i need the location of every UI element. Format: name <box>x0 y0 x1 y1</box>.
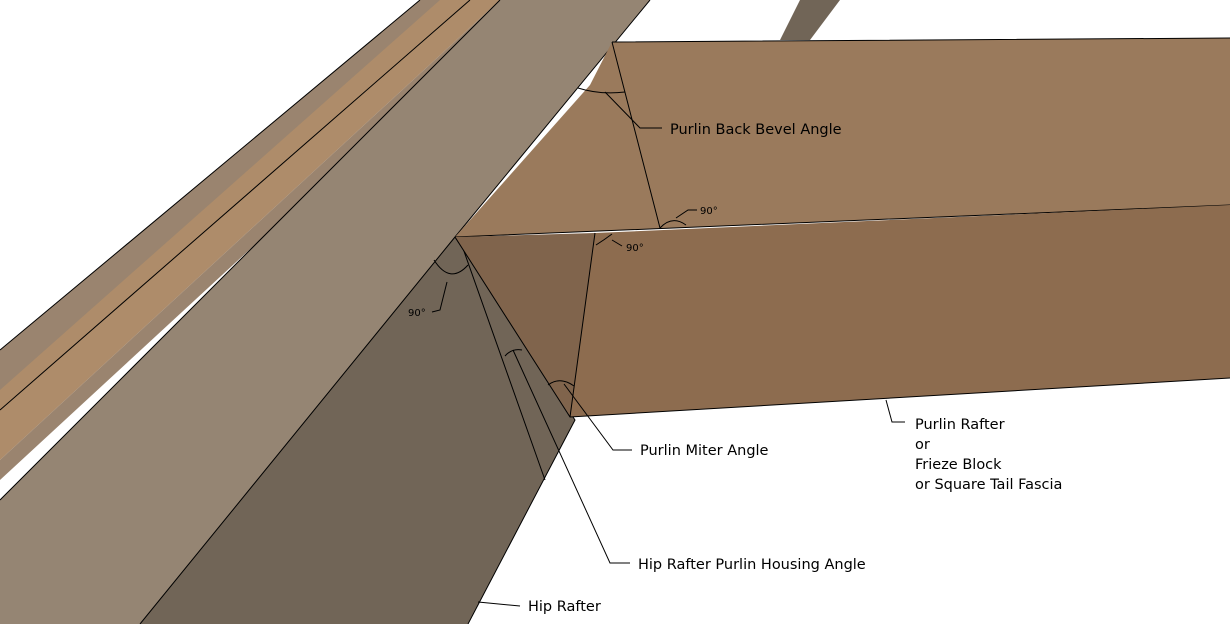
purlin-rafter-leader <box>885 399 905 423</box>
right-angle-arc-2 <box>595 233 613 246</box>
back-bevel-leader <box>604 91 662 129</box>
purlin-rafter-line-2: or <box>915 437 930 453</box>
hip-rafter-label: Hip Rafter <box>528 599 601 615</box>
hip-rafter-leader <box>477 601 521 607</box>
back-bevel-label: Purlin Back Bevel Angle <box>670 122 842 138</box>
right-angle-leader-1 <box>675 209 697 219</box>
right-angle-arc-3 <box>433 259 469 275</box>
purlin-top-face <box>455 38 1230 237</box>
hip-rafter-side-face <box>140 237 575 624</box>
miter-label: Purlin Miter Angle <box>640 443 769 459</box>
back-bevel-arc <box>577 87 626 94</box>
right-angle-label-2: 90° <box>626 243 644 254</box>
miter-arc <box>547 380 575 387</box>
purlin-miter-face <box>455 233 595 417</box>
purlin-rafter-line-4: or Square Tail Fascia <box>915 477 1062 493</box>
right-angle-leader-2 <box>611 239 623 247</box>
housing-label: Hip Rafter Purlin Housing Angle <box>638 557 866 573</box>
right-angle-label-3: 90° <box>408 308 426 319</box>
back-beam-strip <box>780 0 840 40</box>
hip-rafter-top-face <box>0 0 650 624</box>
housing-leader <box>512 349 630 564</box>
right-angle-arc-1 <box>659 220 687 229</box>
right-angle-label-1: 90° <box>700 206 718 217</box>
purlin-front-face <box>570 205 1230 417</box>
right-angle-leader-3 <box>431 281 448 313</box>
purlin-rafter-line-3: Frieze Block <box>915 457 1002 473</box>
purlin-rafter-line-1: Purlin Rafter <box>915 417 1005 433</box>
miter-leader <box>563 383 632 451</box>
